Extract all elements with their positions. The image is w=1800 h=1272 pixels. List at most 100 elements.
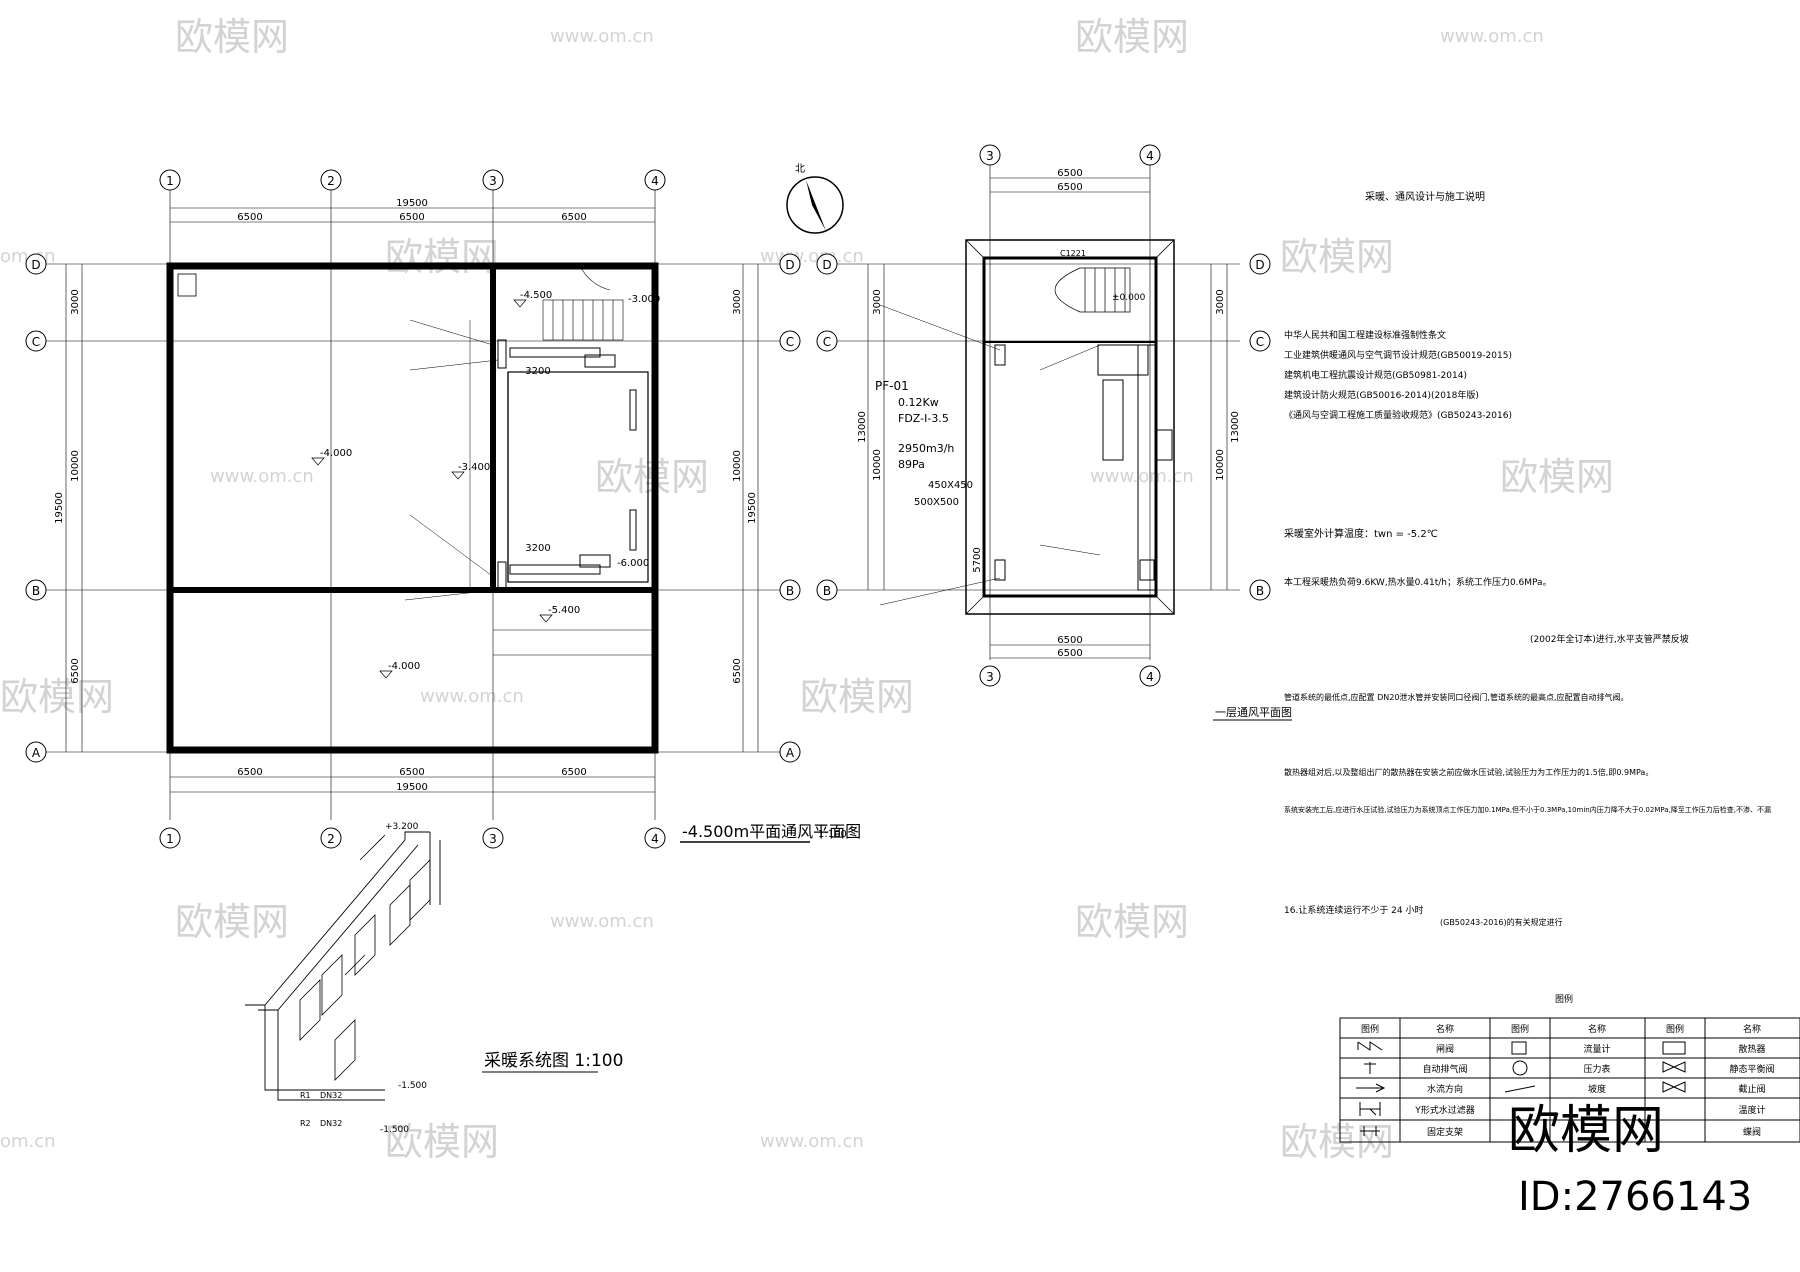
axis-bubble: B — [816, 579, 838, 601]
note-line: (GB50243-2016)的有关规定进行 — [1440, 917, 1563, 927]
legend-title: 图例 — [1555, 993, 1573, 1005]
level-label: ±0.000 — [1112, 293, 1146, 303]
dim-label: 6500 — [237, 212, 262, 223]
fan-model: FDZ-I-3.5 — [898, 412, 949, 425]
svg-text:3: 3 — [489, 174, 497, 188]
dim-label: 6500 — [237, 767, 262, 778]
legend-header: 名称 — [1436, 1023, 1454, 1035]
svg-text:D: D — [31, 258, 40, 272]
axis-bubble: 2 — [320, 169, 342, 191]
plan-title: 一层通风平面图 — [1215, 706, 1292, 719]
elevation-label: +3.200 — [385, 822, 419, 832]
design-notes: 采暖、通风设计与施工说明 中华人民共和国工程建设标准强制性条文 工业建筑供暖通风… — [1284, 190, 1771, 927]
radiator-icon — [1662, 1041, 1686, 1055]
dim-label: 6500 — [561, 767, 586, 778]
pipe-size: DN32 — [320, 1091, 342, 1100]
watermark-url: www.om.cn — [760, 1131, 864, 1152]
legend-name: 散热器 — [1738, 1043, 1765, 1055]
legend-header: 图例 — [1511, 1023, 1529, 1035]
svg-text:4: 4 — [651, 174, 659, 188]
svg-text:C: C — [32, 335, 40, 349]
level-label: -4.000 — [320, 448, 352, 459]
svg-text:2: 2 — [327, 174, 335, 188]
axis-bubble: 3 — [482, 169, 504, 191]
note-line: 系统安装完工后,应进行水压试验,试验压力为系统顶点工作压力加0.1MPa,但不小… — [1284, 805, 1771, 814]
legend-name: 静态平衡阀 — [1729, 1063, 1774, 1075]
svg-text:D: D — [785, 258, 794, 272]
legend-header: 图例 — [1666, 1023, 1684, 1035]
level-label: -4.500 — [520, 290, 552, 301]
dim-label: 13000 — [857, 411, 868, 443]
svg-text:B: B — [786, 584, 794, 598]
svg-text:C: C — [786, 335, 794, 349]
note-line: 管道系统的最低点,应配置 DN20泄水管并安装同口径阀门,管道系统的最高点,应配… — [1284, 692, 1629, 702]
svg-text:B: B — [1256, 584, 1264, 598]
pipe-size: DN32 — [320, 1119, 342, 1128]
legend-header: 图例 — [1361, 1023, 1379, 1035]
axis-bubble: B — [779, 579, 801, 601]
legend-name: 水流方向 — [1427, 1083, 1463, 1095]
watermark-text: 欧模网 — [0, 675, 114, 719]
legend-name: 温度计 — [1738, 1104, 1765, 1116]
axis-bubble: 4 — [644, 169, 666, 191]
svg-text:北: 北 — [795, 163, 805, 175]
level-label: -6.000 — [617, 558, 649, 569]
dimensions-left: 19500 6500 6500 6500 6500 6500 6500 1950… — [54, 198, 758, 793]
axis-bubble: 1 — [159, 827, 181, 849]
watermark-url: om.cn — [0, 1131, 56, 1152]
legend-name: 截止阀 — [1738, 1083, 1765, 1095]
watermark-url: www.om.cn — [550, 26, 654, 47]
note-line: 中华人民共和国工程建设标准强制性条文 — [1284, 329, 1446, 341]
axis-bubble: 3 — [979, 144, 1001, 166]
pressure-gauge-icon — [1512, 1060, 1528, 1076]
svg-text:4: 4 — [651, 832, 659, 846]
fan-pressure: 89Pa — [898, 458, 925, 471]
heating-diagram-labels: +3.200 -1.500 -1.500 R1 DN32 R2 DN32 采暖系… — [300, 822, 623, 1135]
dim-label: 3200 — [525, 366, 550, 377]
axis-bubble: D — [1249, 253, 1271, 275]
watermark-text: 欧模网 — [1500, 455, 1614, 499]
svg-text:A: A — [786, 746, 795, 760]
axis-bubble: D — [816, 253, 838, 275]
watermark-url: www.om.cn — [1090, 466, 1194, 487]
plan-scale: 1:100 — [818, 829, 847, 840]
svg-text:D: D — [1255, 258, 1264, 272]
gate-valve-icon — [1357, 1041, 1383, 1051]
svg-text:B: B — [32, 584, 40, 598]
dim-label: 3000 — [1215, 289, 1226, 314]
dim-label: 6500 — [561, 212, 586, 223]
axis-bubble: B — [1249, 579, 1271, 601]
fan-power: 0.12Kw — [898, 396, 939, 409]
legend-name: 闸阀 — [1436, 1044, 1454, 1055]
level-marks-left: -4.500 -3.000 -4.000 -3.400 -5.400 -4.00… — [311, 290, 660, 679]
axis-bubbles-left: 1 2 3 4 1 2 3 4 D C B A D C B A — [25, 169, 801, 849]
watermarks: 欧模网 欧模网 www.om.cn www.om.cn 欧模网 欧模网 om.c… — [0, 15, 1614, 1164]
note-line: 本工程采暖热负荷9.6KW,热水量0.41t/h；系统工作压力0.6MPa。 — [1284, 576, 1552, 588]
flowmeter-icon — [1511, 1041, 1527, 1055]
watermark-url: www.om.cn — [210, 466, 314, 487]
level-label: -5.400 — [548, 605, 580, 616]
watermark-text: 欧模网 — [175, 15, 289, 59]
legend-header: 名称 — [1743, 1023, 1761, 1035]
svg-text:2: 2 — [327, 832, 335, 846]
level-label: -3.000 — [628, 294, 660, 305]
dim-label: 6500 — [1057, 635, 1082, 646]
svg-text:C: C — [823, 335, 831, 349]
elevation-label: -1.500 — [380, 1125, 409, 1135]
axis-bubble: 3 — [482, 827, 504, 849]
elevation-label: -1.500 — [398, 1081, 427, 1091]
svg-text:A: A — [32, 746, 41, 760]
axis-bubble: 1 — [159, 169, 181, 191]
level-label: -4.000 — [388, 661, 420, 672]
axis-bubbles-right: 3 4 3 4 D C B D C B — [816, 144, 1271, 687]
dim-label: 6500 — [399, 767, 424, 778]
dim-label: 13000 — [1230, 411, 1241, 443]
watermark-text: 欧模网 — [385, 1120, 499, 1164]
exhaust-fan-label: PF-01 0.12Kw FDZ-I-3.5 2950m3/h 89Pa 450… — [875, 379, 973, 508]
axis-bubble: D — [779, 253, 801, 275]
ground-floor-plan — [830, 160, 1240, 660]
svg-text:B: B — [823, 584, 831, 598]
riser-label: R1 — [300, 1091, 311, 1100]
slope-icon — [1504, 1085, 1536, 1093]
